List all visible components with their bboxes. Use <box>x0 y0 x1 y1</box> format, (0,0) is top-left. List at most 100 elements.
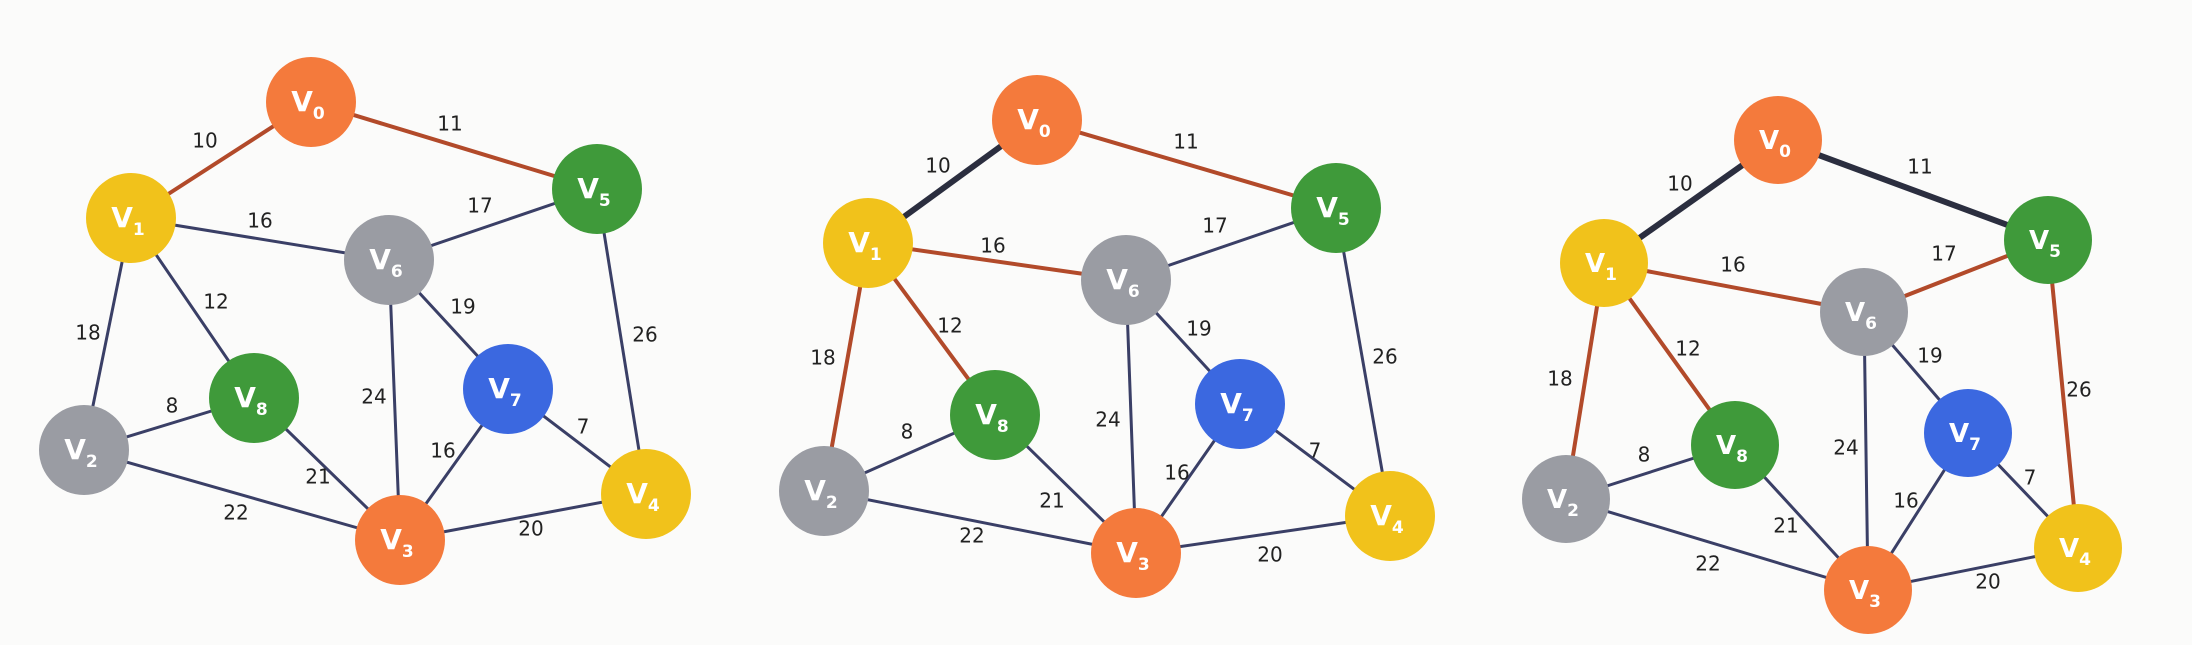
node-v3: V3 <box>1091 508 1181 598</box>
node-letter: V <box>1370 499 1392 532</box>
node-letter: V <box>848 226 870 259</box>
node-circle <box>86 173 176 263</box>
node-subscript: 7 <box>510 391 522 411</box>
edge-weight-label: 16 <box>980 234 1005 258</box>
node-letter: V <box>1849 576 1869 606</box>
node-label: V3 <box>1849 576 1881 612</box>
node-v7: V7 <box>463 344 553 434</box>
edge-weight-label: 26 <box>632 323 657 347</box>
node-letter: V <box>380 523 402 556</box>
edge-weight-label: 24 <box>361 385 386 409</box>
node-subscript: 6 <box>1865 314 1877 334</box>
edge-weight-label: 16 <box>1893 489 1918 513</box>
node-label: V0 <box>291 85 325 124</box>
node-letter: V <box>2029 226 2049 256</box>
node-circle <box>1522 455 1610 543</box>
node-subscript: 3 <box>1869 592 1881 612</box>
node-v3: V3 <box>1824 546 1912 634</box>
node-letter: V <box>975 398 997 431</box>
node-subscript: 1 <box>133 220 145 240</box>
node-letter: V <box>234 381 256 414</box>
node-v4: V4 <box>2034 504 2122 592</box>
node-subscript: 6 <box>1128 282 1140 302</box>
node-label: V5 <box>1316 191 1350 230</box>
node-circle <box>209 353 299 443</box>
edge-weight-label: 22 <box>223 501 248 525</box>
node-circle <box>39 405 129 495</box>
node-label: V0 <box>1759 126 1791 162</box>
node-v0: V0 <box>992 75 1082 165</box>
edge-weight-label: 16 <box>247 209 272 233</box>
node-label: V5 <box>2029 226 2061 262</box>
node-subscript: 6 <box>391 262 403 282</box>
node-circle <box>779 446 869 536</box>
edge-weight-label: 11 <box>1907 155 1932 179</box>
edge-weight-label: 8 <box>1638 443 1651 467</box>
node-subscript: 5 <box>599 191 611 211</box>
edge-v0-v5 <box>1775 137 2051 243</box>
edge-weight-label: 16 <box>1164 461 1189 485</box>
node-v7: V7 <box>1924 389 2012 477</box>
node-letter: V <box>1949 419 1969 449</box>
edge-v6-v3 <box>1124 278 1138 555</box>
node-v2: V2 <box>779 446 869 536</box>
node-circle <box>1824 546 1912 634</box>
edge-v6-v3 <box>387 258 402 542</box>
edge-v6-v3 <box>1862 310 1870 592</box>
node-subscript: 2 <box>86 452 98 472</box>
node-circle <box>1195 359 1285 449</box>
node-letter: V <box>1845 298 1865 328</box>
node-v5: V5 <box>1291 163 1381 253</box>
node-circle <box>823 198 913 288</box>
node-circle <box>1091 508 1181 598</box>
edge-weight-label: 10 <box>925 154 950 178</box>
node-letter: V <box>111 201 133 234</box>
node-subscript: 8 <box>256 400 268 420</box>
node-letter: V <box>1716 431 1736 461</box>
node-circle <box>1560 219 1648 307</box>
node-circle <box>992 75 1082 165</box>
edge-weight-label: 21 <box>305 465 330 489</box>
edge-v5-v4 <box>595 187 648 496</box>
edge-weight-label: 11 <box>1173 130 1198 154</box>
node-subscript: 0 <box>1779 142 1791 162</box>
node-letter: V <box>1316 191 1338 224</box>
node-subscript: 4 <box>648 496 660 516</box>
edge-weight-label: 19 <box>1186 317 1211 341</box>
node-letter: V <box>1585 249 1605 279</box>
node-subscript: 7 <box>1242 406 1254 426</box>
node-circle <box>1820 268 1908 356</box>
node-subscript: 1 <box>1605 265 1617 285</box>
node-label: V8 <box>975 398 1009 437</box>
node-letter: V <box>488 372 510 405</box>
edge-weight-label: 17 <box>1931 242 1956 266</box>
edge-v5-v4 <box>2046 238 2080 550</box>
node-label: V8 <box>1716 431 1748 467</box>
node-letter: V <box>626 477 648 510</box>
node-letter: V <box>1116 536 1138 569</box>
node-v6: V6 <box>344 215 434 305</box>
node-label: V2 <box>1547 485 1579 521</box>
node-circle <box>1291 163 1381 253</box>
edge-weight-label: 21 <box>1039 489 1064 513</box>
node-v3: V3 <box>355 495 445 585</box>
node-v1: V1 <box>1560 219 1648 307</box>
edge-weight-label: 18 <box>810 346 835 370</box>
node-subscript: 3 <box>1138 555 1150 575</box>
node-circle <box>1734 96 1822 184</box>
node-subscript: 5 <box>1338 210 1350 230</box>
node-circle <box>1691 401 1779 489</box>
node-label: V6 <box>1845 298 1877 334</box>
edge-weight-label: 20 <box>518 517 543 541</box>
node-subscript: 0 <box>313 104 325 124</box>
node-label: V3 <box>380 523 414 562</box>
edges <box>1564 137 2080 592</box>
edge-weight-label: 10 <box>1667 172 1692 196</box>
edge-v0-v5 <box>309 100 599 191</box>
node-circle <box>601 449 691 539</box>
edge-weight-label: 17 <box>1202 214 1227 238</box>
